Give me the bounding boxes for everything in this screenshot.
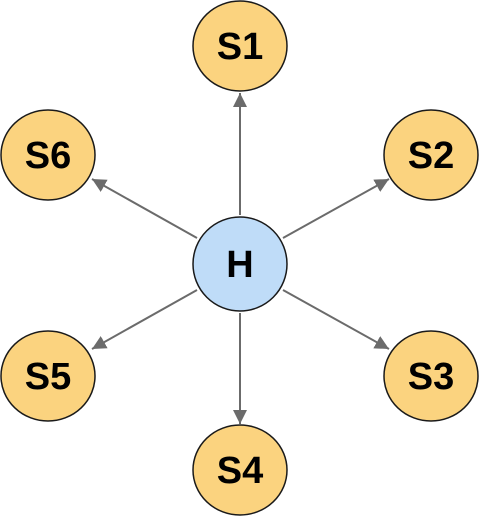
node-s4: S4 — [192, 424, 288, 516]
node-s3: S3 — [383, 330, 479, 422]
node-s5: S5 — [0, 330, 96, 422]
node-s2: S2 — [383, 109, 479, 201]
node-s3-label: S3 — [408, 356, 454, 398]
node-s6-label: S6 — [25, 135, 71, 177]
node-hub-label: H — [226, 244, 253, 286]
node-s2-label: S2 — [408, 135, 454, 177]
node-s4-label: S4 — [217, 450, 263, 492]
node-s1: S1 — [192, 0, 288, 92]
node-s5-label: S5 — [25, 356, 71, 398]
edge-h-s5 — [91, 289, 198, 350]
edge-h-s6 — [91, 178, 198, 239]
edge-h-s3 — [282, 289, 390, 350]
edge-h-s2 — [282, 178, 390, 239]
node-hub: H — [192, 216, 288, 312]
node-s1-label: S1 — [217, 26, 263, 68]
edges-group — [91, 93, 390, 424]
node-s6: S6 — [0, 109, 96, 201]
